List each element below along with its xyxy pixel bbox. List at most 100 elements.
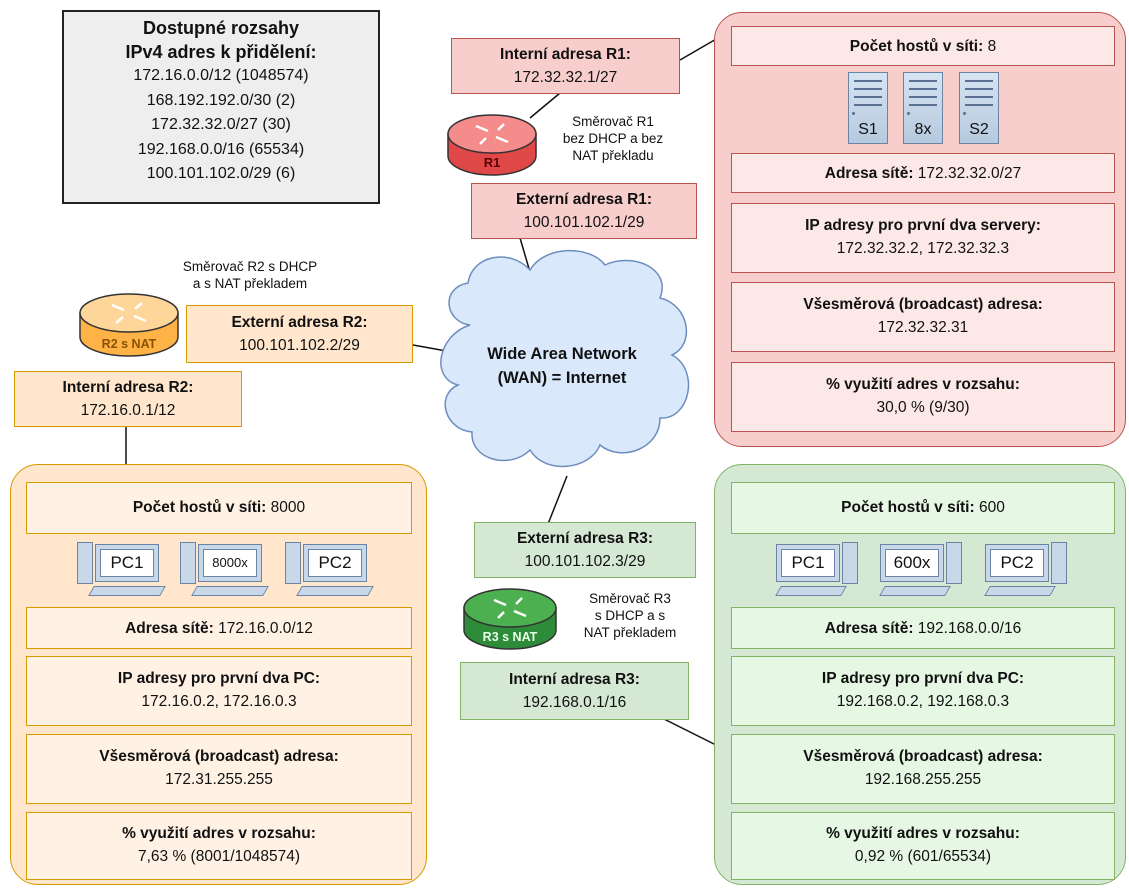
net1-address-value: 172.32.32.0/27 (917, 165, 1022, 182)
wan-cloud-shape (440, 249, 690, 468)
wan-label: Wide Area Network (WAN) = Internet (452, 342, 672, 390)
net2-first-ips-box: IP adresy pro první dva PC: 172.16.0.2, … (26, 656, 412, 726)
range-item: 172.32.32.0/27 (30) (151, 116, 291, 133)
wan-line1: Wide Area Network (487, 345, 637, 363)
net1-address-box: Adresa sítě: 172.32.32.0/27 (731, 153, 1115, 193)
link-r1-net1 (679, 37, 719, 61)
net1-address-label: Adresa sítě: (824, 165, 914, 182)
pc1-label: PC1 (781, 549, 835, 577)
net1-hosts-label: Počet hostů v síti: (849, 38, 984, 55)
pc1-icon: PC1 (77, 542, 166, 598)
pc2-label: PC2 (990, 549, 1044, 577)
r2-note-line: Směrovač R2 s DHCP (182, 259, 318, 274)
r1-internal-label: Interní adresa R1: (500, 46, 631, 63)
server-s2-icon: S2 (959, 72, 999, 144)
range-item: 192.168.0.0/16 (65534) (137, 140, 305, 158)
net2-first-ips-label: IP adresy pro první dva PC: (117, 670, 321, 687)
r3-note-line: Směrovač R3 (589, 591, 671, 606)
net3-usage-value: 0,92 % (601/65534) (854, 848, 992, 865)
net1-broadcast-box: Všesměrová (broadcast) adresa: 172.32.32… (731, 282, 1115, 352)
net2-hosts-value: 8000 (270, 499, 306, 516)
net1-first-ips-value: 172.32.32.2, 172.32.32.3 (836, 240, 1010, 257)
net2-broadcast-box: Všesměrová (broadcast) adresa: 172.31.25… (26, 734, 412, 804)
r3-internal-box: Interní adresa R3: 192.168.0.1/16 (460, 662, 689, 720)
router-r1-label: R1 (484, 155, 501, 170)
net1-first-ips-label: IP adresy pro první dva servery: (805, 217, 1041, 234)
wan-line2: (WAN) = Internet (497, 369, 627, 387)
pc-group-label: 8000x (203, 549, 257, 577)
available-ranges-box: Dostupné rozsahy IPv4 adres k přidělení:… (62, 10, 380, 204)
r2-internal-label: Interní adresa R2: (62, 379, 194, 396)
ranges-title-1: Dostupné rozsahy (142, 18, 300, 38)
pc-group-label: 600x (885, 549, 939, 577)
net1-first-ips-box: IP adresy pro první dva servery: 172.32.… (731, 203, 1115, 273)
server-s2-label: S2 (969, 121, 989, 138)
r3-note-line: s DHCP a s (594, 608, 666, 623)
net2-hosts-box: Počet hostů v síti: 8000 (26, 482, 412, 534)
net2-address-value: 172.16.0.0/12 (218, 620, 313, 637)
link-r3-wan (547, 475, 568, 525)
net3-broadcast-label: Všesměrová (broadcast) adresa: (803, 748, 1043, 765)
net2-usage-box: % využití adres v rozsahu: 7,63 % (8001/… (26, 812, 412, 880)
net1-usage-box: % využití adres v rozsahu: 30,0 % (9/30) (731, 362, 1115, 432)
net3-first-ips-value: 192.168.0.2, 192.168.0.3 (836, 693, 1010, 710)
net1-usage-label: % využití adres v rozsahu: (826, 376, 1020, 393)
router-r2-label: R2 s NAT (102, 337, 157, 351)
net3-hosts-label: Počet hostů v síti: (841, 499, 975, 516)
r1-internal-box: Interní adresa R1: 172.32.32.1/27 (451, 38, 680, 94)
net1-usage-value: 30,0 % (9/30) (876, 399, 970, 416)
pc2-icon: PC2 (984, 542, 1067, 598)
r1-note-line: Směrovač R1 (572, 114, 654, 129)
net2-first-ips-value: 172.16.0.2, 172.16.0.3 (141, 693, 297, 710)
r1-external-value: 100.101.102.1/29 (523, 214, 645, 231)
net3-usage-box: % využití adres v rozsahu: 0,92 % (601/6… (731, 812, 1115, 880)
router-r2-icon: R2 s NAT (79, 293, 179, 357)
net3-first-ips-box: IP adresy pro první dva PC: 192.168.0.2,… (731, 656, 1115, 726)
net3-broadcast-box: Všesměrová (broadcast) adresa: 192.168.2… (731, 734, 1115, 804)
r1-note-line: NAT překladu (572, 148, 654, 163)
pc2-label: PC2 (308, 549, 362, 577)
r1-internal-value: 172.32.32.1/27 (513, 69, 618, 86)
pc2-icon: PC2 (285, 542, 374, 598)
net3-hosts-value: 600 (978, 499, 1005, 516)
r2-note-line: a s NAT překladem (192, 276, 308, 291)
r2-internal-value: 172.16.0.1/12 (80, 402, 176, 419)
r2-external-value: 100.101.102.2/29 (239, 337, 360, 354)
server-group-label: 8x (914, 121, 932, 138)
range-item: 100.101.102.0/29 (6) (146, 165, 296, 182)
r3-external-label: Externí adresa R3: (516, 530, 654, 547)
r3-external-box: Externí adresa R3: 100.101.102.3/29 (474, 522, 696, 578)
router-r3-icon: R3 s NAT (463, 588, 557, 650)
pc1-label: PC1 (100, 549, 154, 577)
net3-address-box: Adresa sítě: 192.168.0.0/16 (731, 607, 1115, 649)
pc-group-icon: 8000x (180, 542, 269, 598)
net3-address-label: Adresa sítě: (824, 620, 914, 637)
net3-usage-label: % využití adres v rozsahu: (826, 825, 1020, 842)
net2-usage-label: % využití adres v rozsahu: (122, 825, 316, 842)
net2-broadcast-label: Všesměrová (broadcast) adresa: (99, 748, 339, 765)
pc1-icon: PC1 (775, 542, 858, 598)
r3-internal-label: Interní adresa R3: (509, 671, 640, 688)
net1-hosts-value: 8 (987, 38, 997, 55)
router-r1-icon: R1 (447, 114, 537, 176)
r2-note: Směrovač R2 s DHCP a s NAT překladem (140, 258, 360, 292)
r2-internal-box: Interní adresa R2: 172.16.0.1/12 (14, 371, 242, 427)
pc-group-icon: 600x (879, 542, 962, 598)
net3-broadcast-value: 192.168.255.255 (864, 771, 982, 788)
router-r3-label: R3 s NAT (483, 630, 538, 644)
link-r1-internal (529, 92, 561, 119)
net2-hosts-label: Počet hostů v síti: (132, 499, 267, 516)
server-s1-label: S1 (858, 121, 878, 138)
net3-first-ips-label: IP adresy pro první dva PC: (821, 670, 1025, 687)
r1-note-line: bez DHCP a bez (562, 131, 664, 146)
server-s1-icon: S1 (848, 72, 888, 144)
net3-address-value: 192.168.0.0/16 (917, 620, 1022, 637)
r2-external-box: Externí adresa R2: 100.101.102.2/29 (186, 305, 413, 363)
net3-hosts-box: Počet hostů v síti: 600 (731, 482, 1115, 534)
r3-external-value: 100.101.102.3/29 (524, 553, 646, 570)
net1-hosts-box: Počet hostů v síti: 8 (731, 26, 1115, 66)
r2-external-label: Externí adresa R2: (231, 314, 368, 331)
net2-usage-value: 7,63 % (8001/1048574) (137, 848, 301, 865)
ranges-title-2: IPv4 adres k přidělení: (125, 42, 317, 62)
